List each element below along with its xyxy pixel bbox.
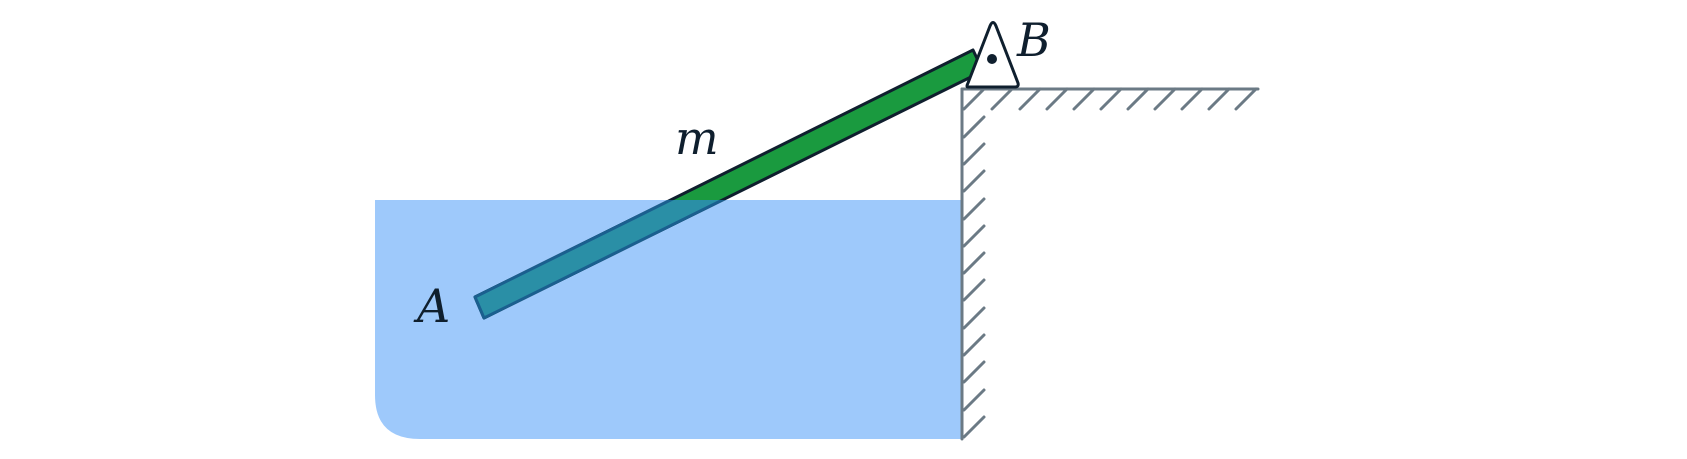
water-body bbox=[375, 200, 962, 439]
rod-submerged-part bbox=[473, 200, 962, 320]
label-b: B bbox=[1016, 13, 1051, 67]
label-a: A bbox=[413, 279, 450, 333]
label-mass: m bbox=[675, 111, 719, 165]
hatched-wall-icon bbox=[960, 87, 1260, 441]
hinge-support-icon bbox=[965, 21, 1020, 89]
